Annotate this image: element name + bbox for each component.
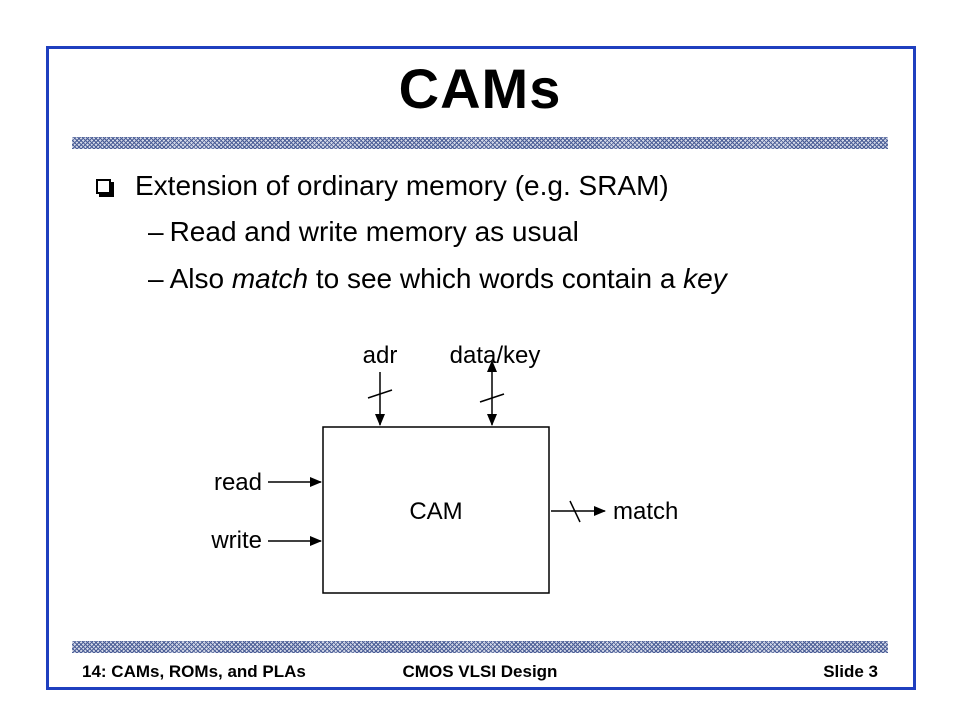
adr-label: adr <box>363 342 398 369</box>
sub-bullet-text: to see which words contain a <box>308 263 684 294</box>
data-key-label: data/key <box>450 342 541 369</box>
match-bus-slash <box>569 500 581 523</box>
data-key-signal: data/key <box>450 342 541 426</box>
footer-course: 14: CAMs, ROMs, and PLAs <box>82 662 306 681</box>
match-label: match <box>613 498 678 525</box>
read-signal: read <box>214 469 322 496</box>
title-divider <box>72 137 888 149</box>
write-signal: write <box>210 527 322 554</box>
sub-bullet-text: Also <box>169 263 232 294</box>
write-label: write <box>210 527 262 554</box>
bullet-item: Extension of ordinary memory (e.g. SRAM) <box>92 170 669 202</box>
data-key-bus-slash <box>479 393 505 403</box>
match-signal: match <box>551 498 678 525</box>
emphasis-match: match <box>231 263 309 294</box>
sub-bullet-item: –Also match to see which words contain a… <box>148 263 727 295</box>
cam-block <box>322 426 550 594</box>
emphasis-key: key <box>683 263 727 294</box>
cam-block-label: CAM <box>409 498 462 525</box>
checkbox-bullet-icon <box>96 178 111 194</box>
dash-bullet: – <box>148 216 164 247</box>
footer-title: CMOS VLSI Design <box>402 662 558 681</box>
read-label: read <box>214 469 262 496</box>
slide-title: CAMs <box>398 57 562 120</box>
sub-bullet-text: Read and write memory as usual <box>169 216 579 247</box>
sub-bullet-item: –Read and write memory as usual <box>148 216 579 248</box>
footer-divider <box>72 641 888 653</box>
adr-bus-slash <box>367 389 393 399</box>
slide-frame <box>46 46 916 690</box>
dash-bullet: – <box>148 263 164 294</box>
bullet-text: Extension of ordinary memory (e.g. SRAM) <box>135 170 669 201</box>
adr-signal: adr <box>363 342 398 426</box>
footer-slide-number: Slide 3 <box>823 662 878 681</box>
